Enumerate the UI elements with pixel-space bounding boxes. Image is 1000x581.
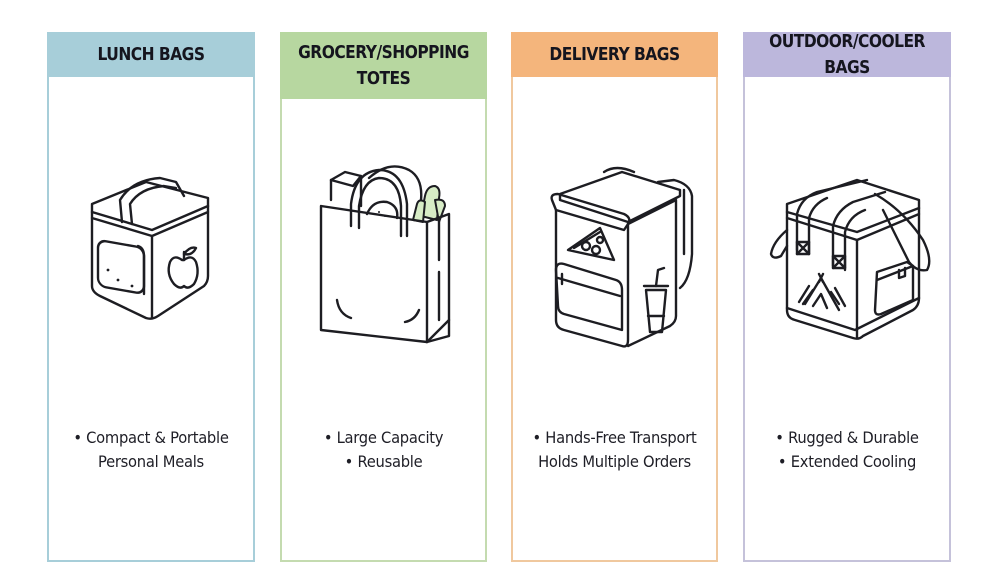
feature-list: • Compact & Portable Personal Meals (49, 426, 253, 474)
feature-item: • Rugged & Durable (775, 428, 919, 447)
feature-item: • Extended Cooling (777, 452, 917, 471)
feature-item: Personal Meals (98, 452, 204, 471)
feature-list: • Large Capacity • Reusable (282, 426, 485, 474)
column-title: GROCERY/SHOPPING TOTES (298, 41, 469, 89)
lunch-cooler-bag-icon (49, 174, 253, 364)
header-lunch-bags: LUNCH BAGS (47, 32, 255, 77)
feature-item: • Hands-Free Transport (532, 428, 697, 447)
feature-item: • Compact & Portable (73, 428, 229, 447)
header-outdoor-cooler-bags: OUTDOOR/COOLER BAGS (743, 30, 951, 78)
feature-item: • Large Capacity (323, 428, 444, 447)
column-title: DELIVERY BAGS (549, 43, 680, 65)
feature-item: • Reusable (344, 452, 423, 471)
column-lunch-bags: LUNCH BAGS • Compact & Portable Personal… (47, 32, 255, 562)
delivery-backpack-icon (513, 160, 716, 350)
column-grocery-totes: GROCERY/SHOPPING TOTES • Large Capacity … (280, 32, 487, 562)
column-title: OUTDOOR/COOLER BAGS (769, 30, 925, 78)
feature-item: Holds Multiple Orders (538, 452, 691, 471)
grocery-tote-bag-icon (282, 160, 485, 350)
outdoor-cooler-bag-icon (745, 170, 949, 360)
header-grocery-totes: GROCERY/SHOPPING TOTES (280, 32, 487, 99)
header-delivery-bags: DELIVERY BAGS (511, 32, 718, 77)
feature-list: • Hands-Free Transport Holds Multiple Or… (513, 426, 716, 474)
column-delivery-bags: DELIVERY BAGS • Hands-Free Transport Hol… (511, 32, 718, 562)
column-title: LUNCH BAGS (97, 43, 205, 65)
column-outdoor-cooler-bags: OUTDOOR/COOLER BAGS (743, 30, 951, 562)
feature-list: • Rugged & Durable • Extended Cooling (745, 426, 949, 474)
